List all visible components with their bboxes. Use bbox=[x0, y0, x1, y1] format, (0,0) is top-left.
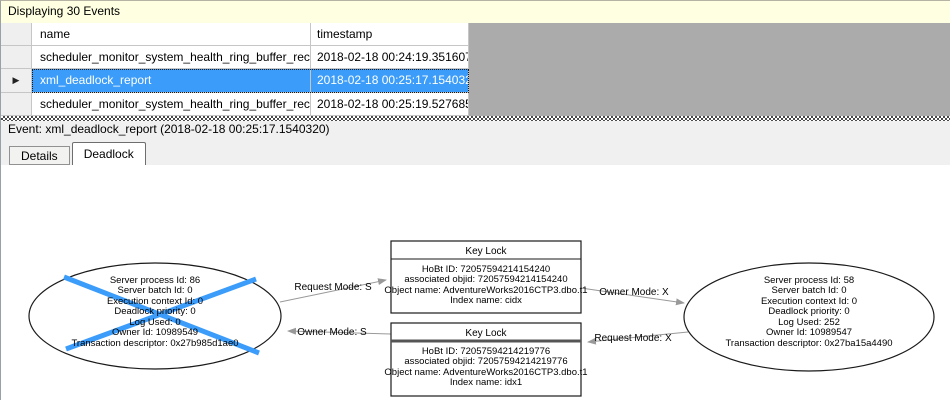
resource-attr: HoBt ID: 72057594214219776 bbox=[422, 346, 550, 357]
tab-details[interactable]: Details bbox=[9, 146, 70, 165]
process-attr: Owner Id: 10989549 bbox=[112, 327, 198, 338]
process-attr: Deadlock priority: 0 bbox=[768, 306, 849, 317]
process-attr: Execution context Id: 0 bbox=[107, 296, 203, 307]
resource-attr: associated objid: 72057594214154240 bbox=[404, 274, 567, 285]
process-attr: Deadlock priority: 0 bbox=[114, 306, 195, 317]
edge-label: Request Mode: S bbox=[294, 282, 372, 293]
process-node-victim[interactable]: Server process Id: 86 Server batch Id: 0… bbox=[28, 262, 282, 370]
resource-attr: Object name: AdventureWorks2016CTP3.dbo.… bbox=[384, 285, 587, 296]
table-row[interactable]: scheduler_monitor_system_health_ring_buf… bbox=[1, 46, 950, 69]
tab-details-label: Details bbox=[21, 148, 58, 163]
event-timestamp-cell[interactable]: 2018-02-18 00:24:19.3516078 bbox=[311, 46, 469, 69]
event-name-cell[interactable]: scheduler_monitor_system_health_ring_buf… bbox=[32, 93, 311, 116]
event-name-cell[interactable]: xml_deadlock_report bbox=[32, 69, 311, 93]
resource-attr: Index name: idx1 bbox=[450, 377, 522, 388]
edge-label: Owner Mode: X bbox=[599, 287, 669, 298]
deadlock-graph-panel: Server process Id: 86 Server batch Id: 0… bbox=[1, 165, 950, 400]
edge-owner-s bbox=[287, 327, 392, 335]
tab-deadlock[interactable]: Deadlock bbox=[71, 142, 146, 165]
process-attr: Server process Id: 58 bbox=[764, 275, 854, 286]
table-row-selected[interactable]: ▶ xml_deadlock_report 2018-02-18 00:25:1… bbox=[1, 69, 950, 93]
event-summary-bar: Event: xml_deadlock_report (2018-02-18 0… bbox=[1, 121, 950, 139]
edge-request-s bbox=[279, 278, 387, 303]
displaying-events-text: Displaying 30 Events bbox=[8, 4, 121, 18]
victim-cross-line bbox=[65, 276, 257, 352]
resource-attr: HoBt ID: 72057594214154240 bbox=[422, 264, 550, 275]
edge-owner-x bbox=[580, 287, 685, 306]
event-timestamp-cell[interactable]: 2018-02-18 00:25:19.5276859 bbox=[311, 93, 469, 116]
process-attr: Transaction descriptor: 0x27ba15a4490 bbox=[725, 338, 892, 349]
current-row-arrow-icon: ▶ bbox=[12, 75, 20, 85]
resource-attr: Object name: AdventureWorks2016CTP3.dbo.… bbox=[384, 367, 587, 378]
resource-title: Key Lock bbox=[465, 246, 507, 257]
column-header-name[interactable]: name bbox=[32, 23, 311, 46]
grid-header-row: name timestamp bbox=[1, 23, 950, 46]
tab-strip: Details Deadlock bbox=[1, 139, 950, 165]
edge-request-x bbox=[587, 331, 689, 345]
displaying-events-bar: Displaying 30 Events bbox=[1, 1, 950, 23]
event-timestamp-cell[interactable]: 2018-02-18 00:25:17.1540320 bbox=[311, 69, 469, 93]
resource-node-keylock-bottom[interactable]: Key Lock HoBt ID: 72057594214219776 asso… bbox=[384, 322, 588, 397]
resource-title: Key Lock bbox=[465, 328, 507, 339]
resource-attr: Index name: cidx bbox=[450, 295, 522, 306]
process-attr: Log Used: 252 bbox=[778, 317, 840, 328]
process-attr: Transaction descriptor: 0x27b985d1ae0 bbox=[71, 338, 238, 349]
deadlock-graph: Server process Id: 86 Server batch Id: 0… bbox=[28, 240, 935, 397]
process-attr: Server batch Id: 0 bbox=[118, 285, 193, 296]
row-selector[interactable]: ▶ bbox=[1, 69, 32, 93]
process-attr: Owner Id: 10989547 bbox=[766, 327, 852, 338]
resource-attr: associated objid: 72057594214219776 bbox=[404, 356, 567, 367]
table-row[interactable]: scheduler_monitor_system_health_ring_buf… bbox=[1, 93, 950, 116]
process-attr: Execution context Id: 0 bbox=[761, 296, 857, 307]
process-node[interactable]: Server process Id: 58 Server batch Id: 0… bbox=[683, 262, 935, 372]
process-attr: Log Used: 0 bbox=[129, 317, 180, 328]
tab-deadlock-label: Deadlock bbox=[83, 147, 134, 161]
column-header-timestamp[interactable]: timestamp bbox=[311, 23, 469, 46]
grid-corner-cell bbox=[1, 23, 32, 46]
edge-label: Owner Mode: S bbox=[297, 327, 367, 338]
process-attr: Server process Id: 86 bbox=[110, 275, 200, 286]
horizontal-splitter[interactable] bbox=[1, 116, 950, 121]
process-attr: Server batch Id: 0 bbox=[772, 285, 847, 296]
row-selector[interactable] bbox=[1, 93, 32, 116]
event-name-cell[interactable]: scheduler_monitor_system_health_ring_buf… bbox=[32, 46, 311, 69]
events-grid: name timestamp scheduler_monitor_system_… bbox=[1, 23, 950, 116]
event-summary-text: Event: xml_deadlock_report (2018-02-18 0… bbox=[8, 122, 330, 136]
resource-node-keylock-top[interactable]: Key Lock HoBt ID: 72057594214154240 asso… bbox=[384, 240, 588, 314]
row-selector[interactable] bbox=[1, 46, 32, 69]
edge-label: Request Mode: X bbox=[594, 333, 672, 344]
